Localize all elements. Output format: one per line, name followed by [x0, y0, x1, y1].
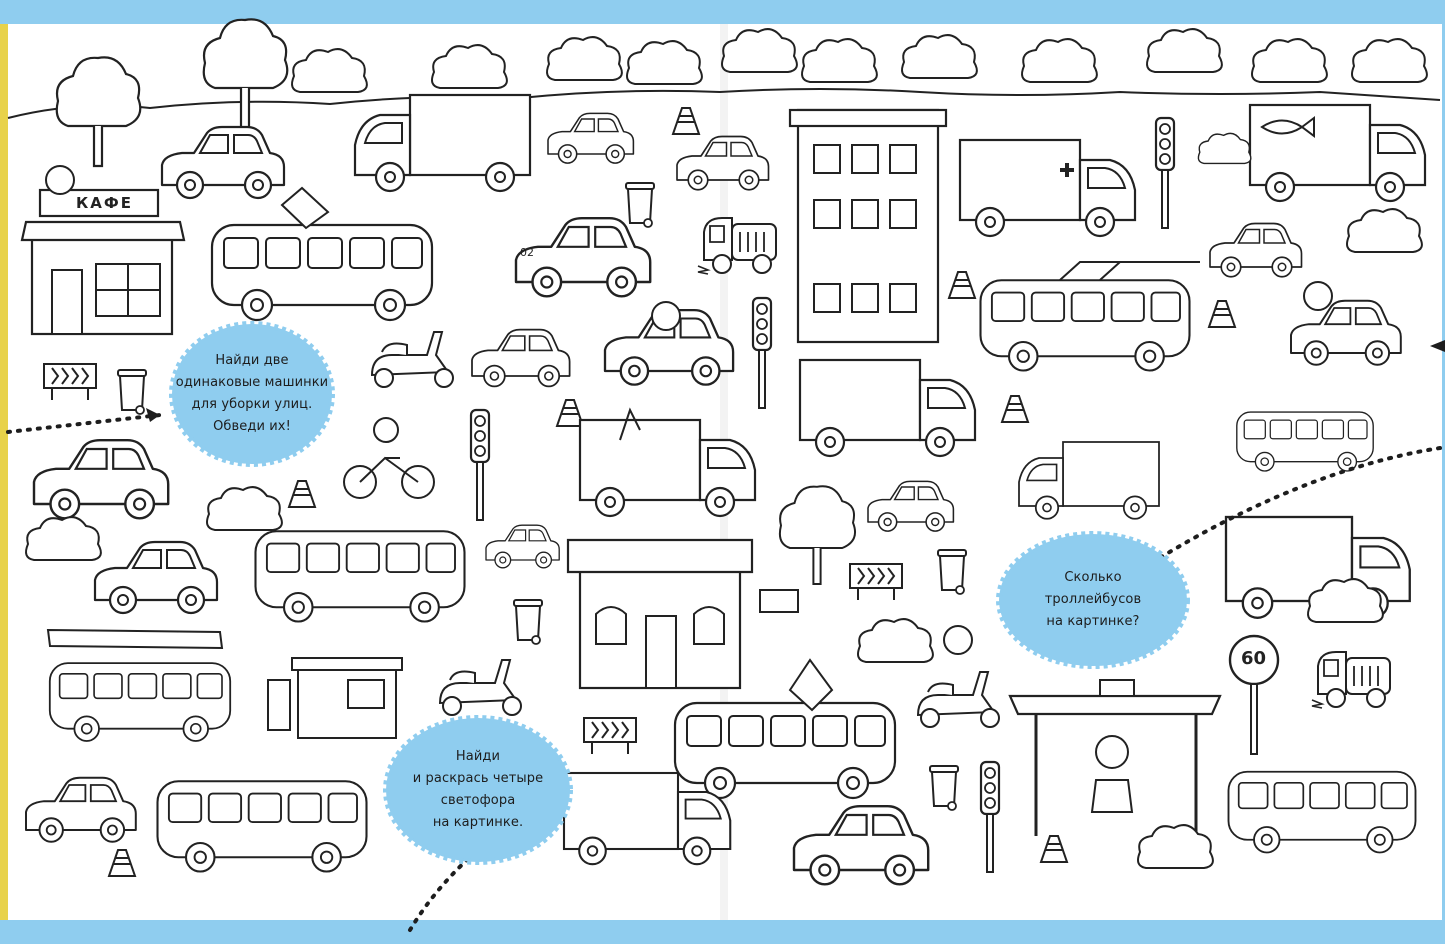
bubble-trolleybus-task: Сколько троллейбусов на картинке?	[999, 540, 1187, 660]
speed-limit-sign-text: 60	[1241, 648, 1267, 669]
cafe-sign-text: КАФЕ	[76, 194, 133, 212]
bubble-cleaning-task: Найди две одинаковые машинки для уборки …	[172, 330, 332, 458]
bubble-trolleybus-text: Сколько троллейбусов на картинке?	[1044, 570, 1142, 629]
bubble-cleaning-text: Найди две одинаковые машинки для уборки …	[175, 353, 329, 434]
taxi-number-text: 02	[520, 246, 534, 259]
bubble-traffic-lights-task: Найди и раскрась четыре светофора на кар…	[386, 724, 570, 856]
bubble-traffic-lights-text: Найди и раскрась четыре светофора на кар…	[412, 749, 544, 830]
